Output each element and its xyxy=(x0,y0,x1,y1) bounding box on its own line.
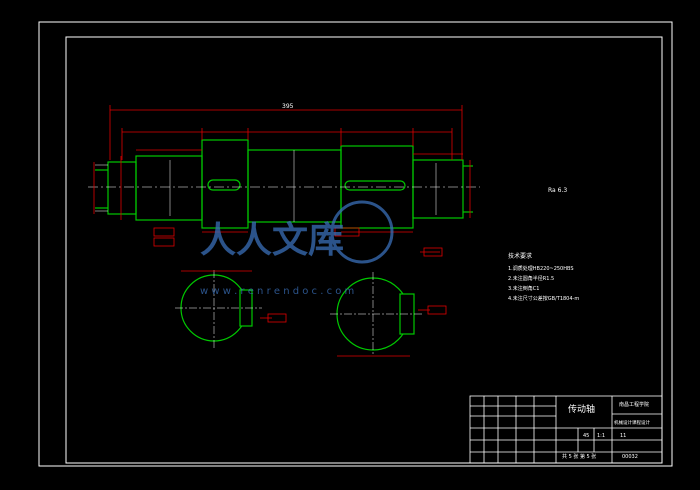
scale: 1:1 xyxy=(597,433,605,439)
outer-frame xyxy=(38,21,673,467)
tech-requirements: 技术要求 1.调质处理HB220~250HBS 2.未注圆角半径R1.5 3.未… xyxy=(508,252,579,302)
watermark-text: 人人文库 xyxy=(200,220,344,261)
roughness-note: Ra 6.3 xyxy=(548,187,567,194)
project-name: 机械设计课程设计 xyxy=(614,419,650,426)
tech-req-line-4: 4.未注尺寸公差按GB/T1804-m xyxy=(508,295,579,302)
sheet-info: 共 5 张 第 5 张 xyxy=(562,453,596,460)
overall-length-label: 395 xyxy=(282,103,294,110)
tech-req-line-1: 1.调质处理HB220~250HBS xyxy=(508,265,574,272)
inner-frame xyxy=(65,36,663,464)
tech-req-title: 技术要求 xyxy=(508,252,532,260)
count: 11 xyxy=(620,433,626,439)
shaft-outline xyxy=(95,139,473,229)
shaft-details xyxy=(95,150,437,222)
drawing-number: 00032 xyxy=(622,454,638,460)
watermark: 人人文库 w w w . r e n r e n d o c . c o m xyxy=(200,200,394,297)
dimension-lines xyxy=(93,105,471,257)
material: 45 xyxy=(583,433,589,439)
section-view-left xyxy=(175,270,287,348)
tech-req-line-2: 2.未注圆角半径R1.5 xyxy=(508,275,554,282)
section-view-right xyxy=(330,272,447,357)
title-block xyxy=(469,395,663,464)
school-name: 南昌工程学院 xyxy=(619,401,649,408)
part-name: 传动轴 xyxy=(568,403,595,415)
tech-req-line-3: 3.未注倒角C1 xyxy=(508,285,539,292)
watermark-url: w w w . r e n r e n d o c . c o m xyxy=(200,286,354,297)
